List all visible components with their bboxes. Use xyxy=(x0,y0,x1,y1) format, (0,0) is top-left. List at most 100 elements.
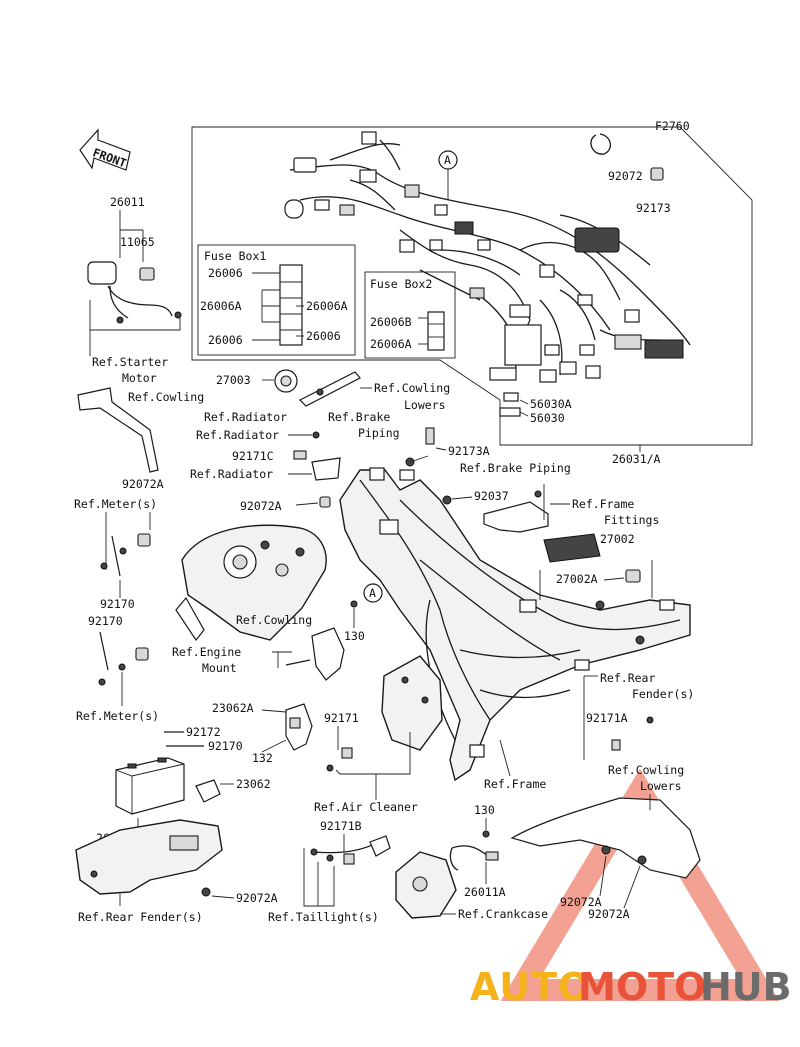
part-92171C: 92171C xyxy=(232,449,274,463)
part-26011: 26011 xyxy=(110,195,145,209)
fuse-box-1-title: Fuse Box1 xyxy=(204,249,266,263)
part-92173A: 92173A xyxy=(448,444,490,458)
lower-cowling-bracket xyxy=(510,797,701,879)
part-92072A-right-2: 92072A xyxy=(588,907,630,921)
ref-rear-fender-line2: Fender(s) xyxy=(632,687,694,701)
switch-23062A xyxy=(285,703,313,751)
ref-starter-motor-line2: Motor xyxy=(122,371,157,385)
air-cleaner-housing xyxy=(381,655,443,751)
part-92171B: 92171B xyxy=(320,819,362,833)
part-92170-c: 92170 xyxy=(208,739,243,753)
ref-engine-mount-line1: Ref.Engine xyxy=(172,645,241,659)
clip-92171C-icon xyxy=(293,450,307,460)
front-arrow-icon: FRONT xyxy=(79,128,131,171)
switch-23062 xyxy=(195,779,221,803)
fuse-box-1-label-1: 26006 xyxy=(208,266,243,280)
part-92170-b: 92170 xyxy=(88,614,123,628)
fuse-box-1-label-5: 26006 xyxy=(208,333,243,347)
part-23062A: 23062A xyxy=(212,701,254,715)
ref-cowling-lowers-bottom-line1: Ref.Cowling xyxy=(608,763,684,777)
fuse-box-1-label-2: 26006A xyxy=(200,299,242,313)
motorcycle-frame xyxy=(339,467,691,782)
horn-27003 xyxy=(274,369,361,407)
fuse-packs-56030 xyxy=(499,392,529,417)
part-92072A-bottom: 92072A xyxy=(236,891,278,905)
clamp-92072A-mid-icon xyxy=(319,496,331,508)
ref-frame-fittings-line1: Ref.Frame xyxy=(572,497,634,511)
cowling-stay-left xyxy=(77,387,159,473)
ref-rear-fenders: Ref.Rear Fender(s) xyxy=(78,910,203,924)
figure-code: F2760 xyxy=(655,119,690,133)
ref-brake-piping-line1: Ref.Brake xyxy=(328,410,390,424)
ref-cowling-lowers-bottom-line2: Lowers xyxy=(640,779,682,793)
svg-text:A: A xyxy=(444,153,451,167)
part-92037: 92037 xyxy=(474,489,509,503)
ref-cowling-top: Ref.Cowling xyxy=(128,390,204,404)
starter-relay-26011 xyxy=(87,261,182,324)
ref-brake-piping-full: Ref.Brake Piping xyxy=(460,461,571,475)
ref-rear-fender-line1: Ref.Rear xyxy=(600,671,655,685)
part-27002: 27002 xyxy=(600,532,635,546)
ref-cowling-lowers-line2: Lowers xyxy=(404,398,446,412)
crankcase-cover xyxy=(395,851,457,919)
fuse-box-2-label-2: 26006A xyxy=(370,337,412,351)
meter-mount-lower xyxy=(98,631,149,686)
harness-connectors xyxy=(284,131,684,383)
battery-26012 xyxy=(115,757,185,815)
circle-a-marker-frame: A xyxy=(363,583,383,603)
ref-engine-mount-line2: Mount xyxy=(202,661,237,675)
clamp-92171A-icon xyxy=(611,739,621,751)
svg-text:HUB: HUB xyxy=(700,965,792,1009)
part-92171A: 92171A xyxy=(586,711,628,725)
part-92072: 92072 xyxy=(608,169,643,183)
fuse-box-1-label-3: 26006A xyxy=(306,299,348,313)
ref-radiator-2: Ref.Radiator xyxy=(196,428,279,442)
svg-text:MOTO: MOTO xyxy=(578,965,706,1009)
bolt-130-b-icon xyxy=(482,830,490,838)
part-23062: 23062 xyxy=(236,777,271,791)
clip-92173A-icon xyxy=(425,427,435,445)
taillight-harness xyxy=(310,835,391,865)
part-92170-a: 92170 xyxy=(100,597,135,611)
part-92173: 92173 xyxy=(636,201,671,215)
ref-meters-bottom: Ref.Meter(s) xyxy=(76,709,159,723)
fuse-box-1-label-4: 26006 xyxy=(306,329,341,343)
engine-mount-bracket xyxy=(285,627,345,681)
part-92172: 92172 xyxy=(186,725,221,739)
ref-brake-piping-line2: Piping xyxy=(358,426,400,440)
ref-cowling-mid: Ref.Cowling xyxy=(236,613,312,627)
circle-a-marker-top: A xyxy=(438,150,458,200)
ref-meters-top: Ref.Meter(s) xyxy=(74,497,157,511)
part-56030: 56030 xyxy=(530,411,565,425)
ref-taillights: Ref.Taillight(s) xyxy=(268,910,379,924)
watermark-triangle xyxy=(500,768,780,1001)
part-92072A-right-1: 92072A xyxy=(560,895,602,909)
relay-box-27002 xyxy=(543,533,641,583)
watermark-logo: AUTO MOTO HUB xyxy=(470,965,792,1009)
bolt-rear-fender-icon xyxy=(646,716,654,724)
battery-tray-rear-fender xyxy=(75,819,223,897)
part-26031A: 26031/A xyxy=(612,452,661,466)
fuse-box-1: Fuse Box1 26006 26006A 26006A 26006 2600… xyxy=(197,244,356,356)
clamp-92072-icon xyxy=(590,133,611,155)
wiring-harness-kit-outline xyxy=(191,126,753,446)
ref-cowling-lowers-line1: Ref.Cowling xyxy=(374,381,450,395)
svg-text:A: A xyxy=(369,586,376,600)
meter-mount-upper xyxy=(100,533,151,577)
part-130-b: 130 xyxy=(474,803,495,817)
ref-frame: Ref.Frame xyxy=(484,777,546,791)
part-27003: 27003 xyxy=(216,373,251,387)
sensor-26011A xyxy=(449,845,499,871)
part-26011A: 26011A xyxy=(464,885,506,899)
cowling-inner-panel xyxy=(175,524,327,642)
ref-crankcase: Ref.Crankcase xyxy=(458,907,548,921)
frame-fittings-bracket xyxy=(442,490,549,533)
part-56030A: 56030A xyxy=(530,397,572,411)
svg-text:AUTO: AUTO xyxy=(470,965,591,1009)
clamp-92171-icon xyxy=(341,747,353,759)
part-11065: 11065 xyxy=(120,235,155,249)
bolt-130-icon xyxy=(350,600,358,608)
fuse-box-2: Fuse Box2 26006B 26006A xyxy=(364,271,456,359)
part-130-a: 130 xyxy=(344,629,365,643)
